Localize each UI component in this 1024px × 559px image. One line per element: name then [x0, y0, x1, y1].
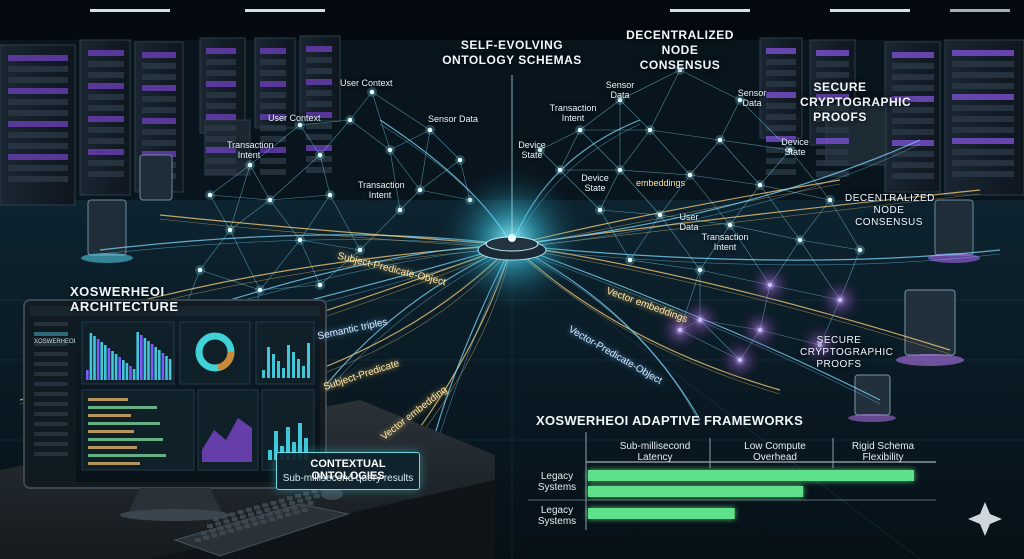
label-device-state: Device State	[518, 140, 546, 160]
label-device-state-right: Device State	[781, 137, 809, 157]
label-sensor-data-r: Sensor Data	[605, 80, 635, 100]
label-transaction-intent-2: Transaction Intent	[358, 180, 405, 200]
row-label-legacy-1: Legacy Systems	[537, 471, 577, 493]
server-racks-right	[759, 37, 1024, 196]
label-user-data: User Data	[679, 212, 699, 232]
central-hub	[437, 75, 587, 315]
monitor	[23, 299, 327, 521]
label-user-context-top: User Context	[340, 78, 393, 88]
bar-0	[588, 470, 914, 481]
label-device-state-2: Device State	[581, 173, 609, 193]
keyboard	[173, 487, 350, 557]
label-transaction-intent-r2: Transaction Intent	[701, 232, 749, 252]
label-embeddings: embeddings	[636, 178, 686, 188]
server-racks-left	[0, 35, 341, 206]
label-sensor-right: Sensor Data	[737, 88, 767, 108]
network-left	[175, 87, 475, 335]
ceiling-lights	[90, 9, 1010, 12]
column-header-latency: Sub-millisecond Latency	[619, 441, 691, 463]
label-sensor-data: Sensor Data	[428, 114, 479, 124]
bar-1	[588, 486, 804, 497]
headline-secure-bottom: SECURE CRYPTOGRAPHIC PROOFS	[800, 335, 894, 370]
column-header-schema: Rigid Schema Flexibility	[851, 441, 915, 463]
headline-self-evolving: SELF-EVOLVING ONTOLOGY SCHEMAS	[442, 38, 582, 67]
monitor-logo: XOSWERHEOI	[34, 339, 76, 345]
bar-2	[588, 508, 735, 519]
contextual-ontologies-tag: CONTEXTUAL ONTOLOGIES Sub-millisecond qu…	[276, 452, 420, 490]
label-transaction-intent: Transaction Intent	[227, 140, 274, 160]
headline-secure-top: SECURE CRYPTOGRAPHIC PROOFS	[800, 80, 912, 124]
network-right	[535, 65, 865, 382]
label-transaction-intent-r: Transaction Intent	[549, 103, 597, 123]
label-user-context: User Context	[268, 113, 321, 123]
tag-subtitle: Sub-millisecond query results	[282, 473, 414, 484]
frameworks-title: XOSWERHEOI ADAPTIVE FRAMEWORKS	[536, 413, 804, 428]
sparkle-icon	[968, 502, 1002, 536]
tag-title: CONTEXTUAL ONTOLOGIES	[310, 458, 386, 482]
headline-architecture: XOSWERHEOI ARCHITECTURE	[70, 284, 179, 314]
row-label-legacy-2: Legacy Systems	[537, 505, 577, 527]
column-header-compute: Low Compute Overhead	[744, 441, 806, 463]
headline-consensus-top: DECENTRALIZED NODE CONSENSUS	[626, 28, 734, 72]
frameworks-bars	[588, 470, 914, 519]
headline-consensus-right: DECENTRALIZED NODE CONSENSUS	[845, 193, 935, 228]
frameworks-table-frame	[528, 432, 936, 530]
